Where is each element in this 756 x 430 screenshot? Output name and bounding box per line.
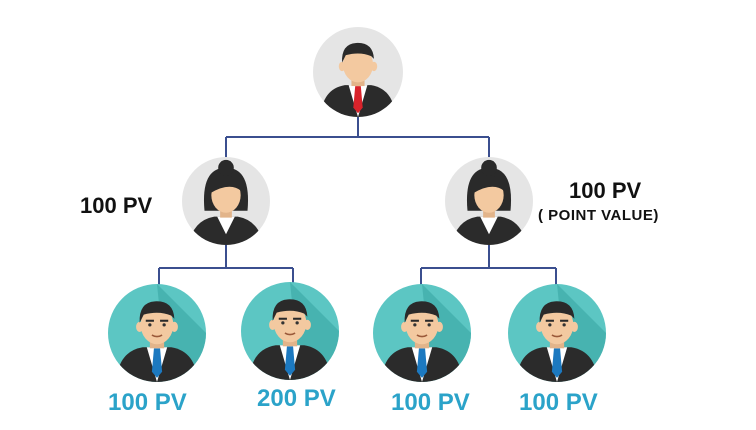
bottom-pv-label-1: 100 PV <box>108 389 187 416</box>
man-red-tie-icon <box>313 27 403 117</box>
man-blue-tie-icon <box>108 284 206 382</box>
woman-avatar-icon <box>182 157 270 245</box>
man-blue-tie-icon <box>373 284 471 382</box>
man-blue-tie-icon <box>508 284 606 382</box>
bottom-pv-label-2: 200 PV <box>257 385 336 412</box>
avatar-nodes <box>108 27 606 382</box>
connector-lines <box>158 115 557 285</box>
mid-left-pv-label: 100 PV <box>80 193 153 218</box>
woman-avatar-icon <box>445 157 533 245</box>
man-blue-tie-icon <box>241 282 339 380</box>
bottom-pv-label-4: 100 PV <box>519 389 598 416</box>
bottom-pv-label-3: 100 PV <box>391 389 470 416</box>
mid-right-pv-sublabel: ( POINT VALUE) <box>538 207 659 224</box>
mid-right-pv-label: 100 PV <box>569 178 642 203</box>
